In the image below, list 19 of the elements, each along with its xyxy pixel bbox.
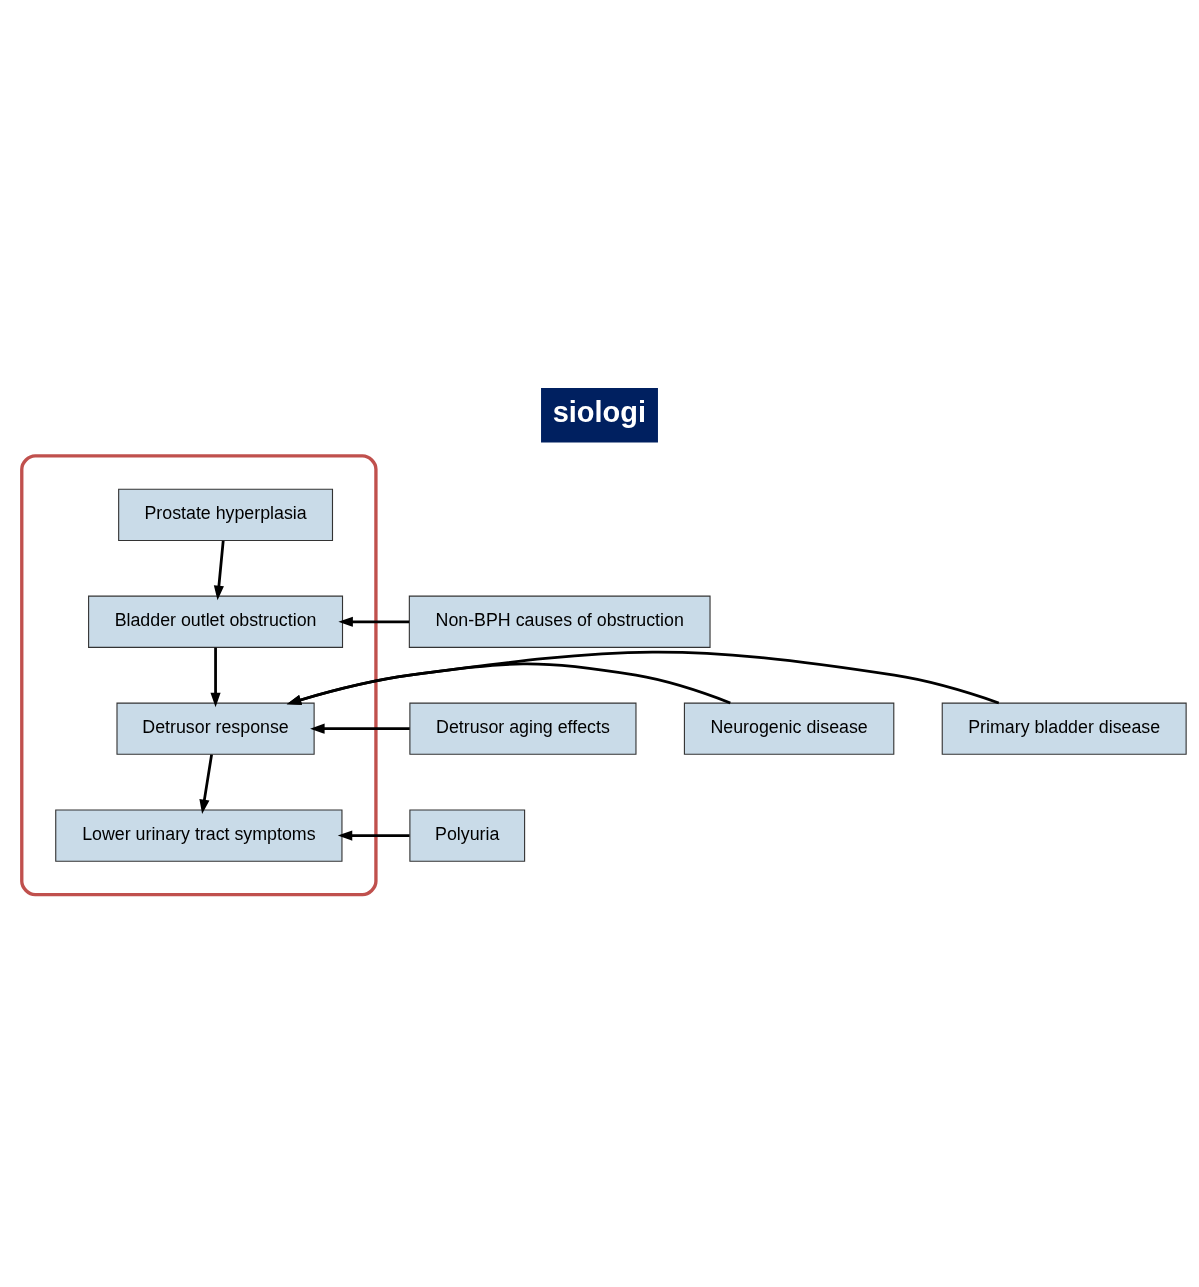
arrow: [286, 650, 1000, 705]
node-box: Bladder outlet obstruction: [88, 595, 344, 648]
node-box: Primary bladder disease: [941, 702, 1187, 755]
node-box: Detrusor response: [116, 702, 315, 755]
arrow: [199, 754, 213, 814]
node-box: Non-BPH causes of obstruction: [408, 595, 711, 648]
arrow: [310, 723, 410, 734]
arrow: [338, 616, 410, 627]
node-box: Neurogenic disease: [683, 702, 895, 755]
node-box: Prostate hyperplasia: [118, 488, 334, 542]
node-box: Detrusor aging effects: [409, 702, 637, 755]
node-box: Lower urinary tract symptoms: [55, 809, 343, 862]
diagram-title: siologi: [552, 395, 646, 428]
cluster: [20, 454, 378, 897]
node-box: Polyuria: [409, 809, 526, 862]
arrow: [213, 540, 225, 601]
arrow: [210, 647, 221, 708]
arrow: [337, 830, 410, 841]
arrow: [286, 662, 731, 705]
